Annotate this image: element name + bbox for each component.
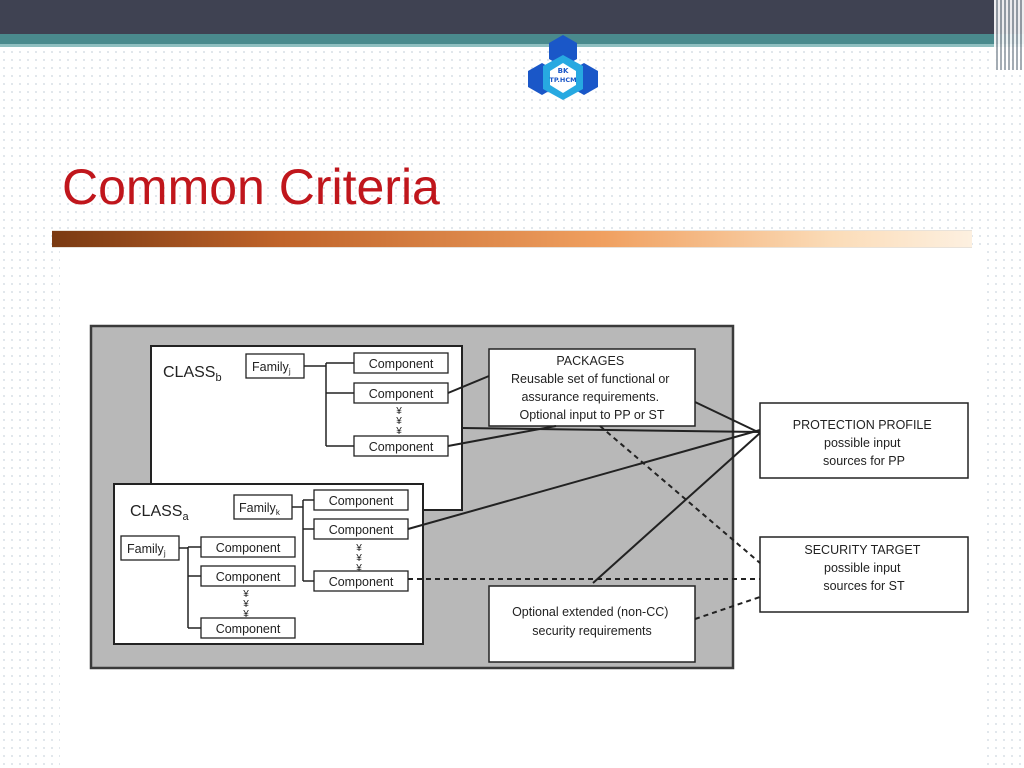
- title-divider: [52, 230, 972, 248]
- component-label: Component: [369, 357, 434, 371]
- security-target-box: [759, 536, 969, 613]
- packages-text: PACKAGES Reusable set of functional or a…: [511, 354, 673, 422]
- security-target-text: SECURITY TARGET possible input sources f…: [804, 543, 923, 593]
- ellipsis-mark: ¥: [242, 599, 249, 610]
- ellipsis-mark: ¥: [242, 609, 249, 620]
- component-label: Component: [216, 622, 281, 636]
- family-k-box: [233, 494, 293, 520]
- class-b-label: CLASSb: [163, 364, 222, 384]
- content-area: CLASSb Familyj Component Component ¥ ¥ ¥…: [60, 250, 984, 768]
- class-a-label: CLASSa: [130, 503, 189, 523]
- logo-text-2: TP.HCM: [549, 76, 576, 84]
- component-label: Component: [329, 523, 394, 537]
- component-box: [353, 352, 449, 374]
- component-box: [200, 617, 296, 639]
- ellipsis-mark: ¥: [355, 563, 362, 574]
- packages-box: [488, 348, 696, 427]
- family-j-box-a: [120, 535, 180, 561]
- component-label: Component: [329, 575, 394, 589]
- accent-bar: [0, 34, 1024, 47]
- logo-text-1: BK: [558, 67, 569, 75]
- slide-title: Common Criteria: [62, 159, 440, 215]
- extended-requirements-text: Optional extended (non-CC) security requ…: [512, 605, 672, 638]
- common-criteria-diagram: CLASSb Familyj Component Component ¥ ¥ ¥…: [89, 324, 969, 670]
- solid-connectors: [407, 375, 761, 584]
- component-label: Component: [216, 570, 281, 584]
- protection-profile-text: PROTECTION PROFILE possible input source…: [793, 418, 935, 468]
- ellipsis-mark: ¥: [395, 426, 402, 437]
- component-label: Component: [329, 494, 394, 508]
- family-j-label-a: Familyj: [127, 542, 166, 558]
- family-j-label-b: Familyj: [252, 360, 291, 376]
- family-k-label: Familyk: [239, 501, 281, 517]
- dashed-connectors: [408, 425, 761, 620]
- ellipsis-mark: ¥: [395, 406, 402, 417]
- decorative-stripes: [994, 0, 1024, 70]
- component-box: [313, 489, 409, 511]
- protection-profile-box: [759, 402, 969, 479]
- family-j-box-b: [245, 353, 305, 379]
- component-box: [200, 536, 296, 558]
- component-label: Component: [369, 440, 434, 454]
- university-logo: BK TP.HCM: [528, 35, 598, 100]
- ellipsis-mark: ¥: [355, 543, 362, 554]
- class-b-tree-lines: [304, 362, 354, 447]
- component-label: Component: [369, 387, 434, 401]
- component-box: [200, 565, 296, 587]
- class-a-tree-lines: [179, 499, 314, 629]
- top-banner: [0, 0, 1024, 34]
- extended-requirements-box: [488, 585, 696, 663]
- ellipsis-mark: ¥: [242, 589, 249, 600]
- ellipsis-mark: ¥: [355, 553, 362, 564]
- component-label: Component: [216, 541, 281, 555]
- component-box: [313, 570, 409, 592]
- ellipsis-mark: ¥: [395, 416, 402, 427]
